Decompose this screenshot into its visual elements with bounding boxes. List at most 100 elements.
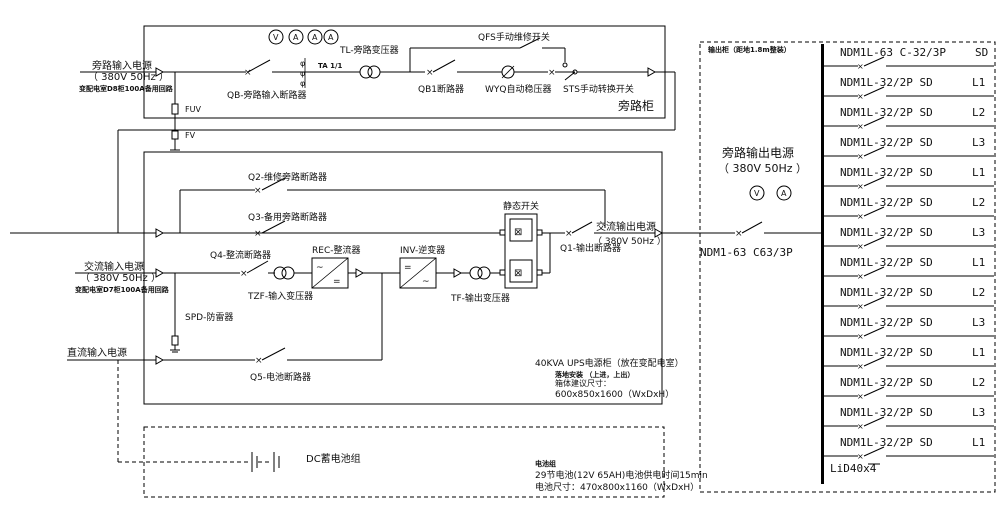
svg-text:×: ×	[565, 229, 573, 239]
qfs-switch-blade	[519, 37, 541, 49]
tf-transformer-coil-1	[469, 266, 483, 280]
busbar-label: LiD40x4	[830, 462, 877, 475]
svg-text:~: ~	[316, 263, 324, 273]
breaker-phase: L2	[972, 196, 985, 209]
svg-text:×: ×	[254, 186, 262, 196]
breaker-model: NDM1L-32/2P SD	[840, 166, 933, 179]
breaker-phase: L2	[972, 106, 985, 119]
ups-size: 600x850x1600（WxDxH）	[555, 389, 674, 400]
tl-transformer-coil-1	[359, 65, 373, 79]
svg-text:×: ×	[857, 422, 864, 431]
breaker-model: NDM1L-32/2P SD	[840, 76, 933, 89]
svg-text:A: A	[781, 189, 787, 198]
svg-text:φ: φ	[300, 69, 305, 78]
qfs-switch-label: QFS手动维修开关	[478, 31, 550, 43]
ac-input-title: 交流输入电源	[84, 260, 144, 273]
svg-text:~: ~	[422, 277, 430, 287]
fv-arrester	[171, 130, 179, 140]
bypass-output-voltage: （ 380V 50Hz ）	[718, 162, 807, 175]
tf-transformer-coil-2	[477, 266, 491, 280]
tzf-transformer-coil-2	[281, 266, 295, 280]
spd-label: SPD-防雷器	[185, 311, 233, 323]
busbar	[821, 44, 824, 484]
q4-breaker-label: Q4-整流断路器	[210, 249, 271, 261]
svg-text:×: ×	[857, 242, 864, 251]
svg-text:×: ×	[857, 212, 864, 221]
qb-breaker-blade	[247, 59, 271, 73]
ac-input-note: 变配电室D7柜100A备用回路	[75, 285, 170, 294]
breaker-phase: L3	[972, 316, 985, 329]
breaker-phase: L3	[972, 226, 985, 239]
static-switch-2	[509, 259, 533, 283]
breaker-model: NDM1L-32/2P SD	[840, 226, 933, 239]
ups-cabinet-title: 40KVA UPS电源柜（放在变配电室）	[535, 357, 684, 369]
sts-switch-label: STS手动转换开关	[563, 83, 634, 95]
qb1-breaker-label: QB1断路器	[418, 83, 464, 95]
breaker-model: NDM1L-32/2P SD	[840, 286, 933, 299]
svg-text:⊠: ⊠	[514, 227, 522, 238]
svg-text:φ: φ	[300, 59, 305, 68]
battery-size: 电池尺寸：470x800x1160（WxDxH）	[535, 481, 699, 493]
breaker-row: NDM1L-32/2P SD L3 ×	[824, 226, 994, 251]
q2-breaker-blade	[261, 177, 286, 191]
svg-text:×: ×	[857, 182, 864, 191]
fuv-fuse	[171, 103, 179, 115]
static-switch-label: 静态开关	[503, 200, 539, 212]
bypass-input-note: 变配电室D8柜100A备用回路	[79, 84, 174, 93]
svg-text:×: ×	[857, 452, 864, 461]
svg-text:=: =	[333, 277, 341, 287]
breaker-phase: L1	[972, 166, 985, 179]
breaker-phase: L3	[972, 406, 985, 419]
battery-title: 电池组	[535, 459, 556, 468]
tl-transformer-coil-2	[367, 65, 381, 79]
q2-breaker-label: Q2-维修旁路断路器	[248, 171, 327, 183]
ups-install-note: 落地安装 （上进，上出）	[555, 370, 634, 379]
svg-text:×: ×	[857, 92, 864, 101]
svg-text:V: V	[754, 189, 760, 198]
svg-text:×: ×	[857, 332, 864, 341]
breaker-model: NDM1L-32/2P SD	[840, 376, 933, 389]
svg-text:TA 1/1: TA 1/1	[318, 62, 343, 70]
distribution-panel-header: 输出柜（距地1.8m整装）	[708, 45, 791, 54]
svg-text:φ: φ	[300, 79, 305, 88]
battery-spec: 29节电池(12V 65AH)电池供电时间15min	[535, 469, 708, 481]
tf-transformer-label: TF-输出变压器	[450, 292, 510, 304]
distribution-panel-frame	[699, 41, 996, 493]
breaker-phase: SD	[975, 46, 988, 59]
breaker-model: NDM1L-32/2P SD	[840, 106, 933, 119]
svg-text:×: ×	[857, 362, 864, 371]
qb1-breaker-mark: ×	[426, 68, 434, 78]
breaker-row: NDM1L-32/2P SD L1 ×	[824, 166, 994, 191]
svg-text:×: ×	[857, 272, 864, 281]
ct-group: φ φ φ TA 1/1	[300, 58, 343, 88]
breaker-phase: L2	[972, 286, 985, 299]
breaker-model: NDM1L-32/2P SD	[840, 346, 933, 359]
breaker-phase: L1	[972, 346, 985, 359]
tzf-transformer-coil-1	[273, 266, 287, 280]
q3-breaker-blade	[261, 220, 286, 234]
svg-text:×: ×	[857, 62, 864, 71]
spd-box	[171, 335, 179, 346]
svg-text:A: A	[293, 33, 299, 42]
breaker-phase: L1	[972, 436, 985, 449]
svg-text:×: ×	[240, 269, 248, 279]
svg-text:×: ×	[548, 68, 556, 78]
breaker-row: NDM1L-32/2P SD L3 ×	[824, 406, 994, 431]
q5-breaker-label: Q5-电池断路器	[250, 371, 311, 383]
svg-text:×: ×	[857, 302, 864, 311]
bypass-input-voltage: （ 380V 50Hz ）	[88, 71, 169, 83]
ac-input-voltage: （ 380V 50Hz ）	[80, 272, 161, 284]
qb1-breaker-blade	[432, 59, 456, 73]
battery-name: DC蓄电池组	[306, 452, 361, 465]
breaker-model: NDM1L-32/2P SD	[840, 406, 933, 419]
fv-label: FV	[185, 131, 196, 140]
meters-top: V A A A	[268, 29, 339, 45]
